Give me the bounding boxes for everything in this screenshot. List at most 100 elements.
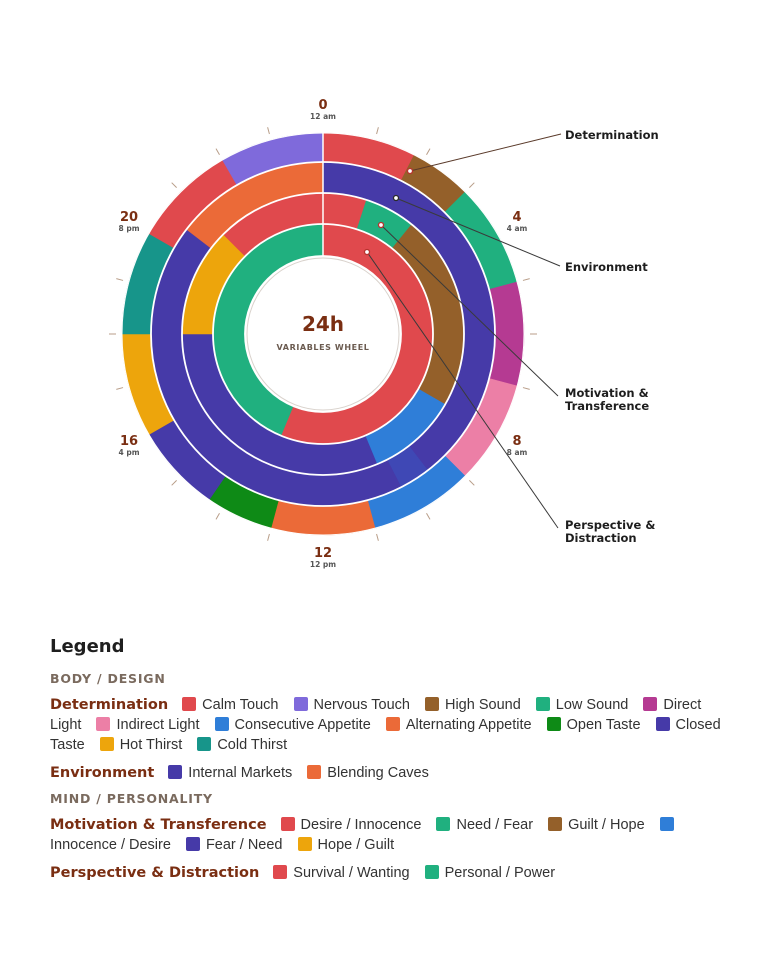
legend-item: Personal / Power bbox=[424, 865, 556, 881]
callout-dot bbox=[392, 194, 400, 202]
legend-swatch bbox=[214, 717, 229, 731]
hour-sublabel: 8 am bbox=[507, 448, 528, 457]
legend-group-name: Perspective & Distraction bbox=[50, 865, 260, 881]
legend-item: Survival / Wanting bbox=[273, 865, 410, 881]
legend: Legend BODY / DESIGN Determination Calm To… bbox=[50, 636, 730, 891]
legend-item-label: Hot Thirst bbox=[119, 737, 183, 753]
legend-swatch bbox=[436, 817, 451, 831]
hour-tick bbox=[116, 387, 124, 390]
hour-tick bbox=[469, 480, 475, 486]
callout-determination: Determination bbox=[406, 128, 659, 175]
hour-sublabel: 4 pm bbox=[119, 448, 140, 457]
legend-swatch bbox=[385, 717, 400, 731]
hour-tick bbox=[522, 278, 530, 281]
hour-tick bbox=[116, 278, 124, 281]
hour-tick bbox=[376, 533, 379, 541]
legend-swatch bbox=[297, 837, 312, 851]
legend-item-label: Personal / Power bbox=[444, 865, 556, 881]
legend-swatch bbox=[659, 817, 674, 831]
legend-item-label: Hope / Guilt bbox=[317, 837, 395, 853]
hour-tick bbox=[171, 480, 177, 486]
legend-item: High Sound bbox=[424, 697, 521, 713]
legend-swatch bbox=[424, 697, 439, 711]
legend-item: Low Sound bbox=[535, 697, 629, 713]
callout-perspective: Perspective & Distraction bbox=[363, 248, 655, 545]
legend-item: Blending Caves bbox=[307, 765, 429, 781]
center-subtitle: VARIABLES WHEEL bbox=[277, 343, 370, 352]
legend-item: Alternating Appetite bbox=[385, 717, 532, 733]
hour-tick bbox=[215, 513, 220, 520]
legend-item-label: Cold Thirst bbox=[217, 737, 288, 753]
center-title: 24h bbox=[302, 312, 344, 336]
callout-dot bbox=[377, 221, 385, 229]
hour-tick bbox=[522, 387, 530, 390]
legend-item: Guilt / Hope bbox=[548, 817, 645, 833]
hour-label: 0 bbox=[318, 98, 327, 113]
legend-item-label: Open Taste bbox=[566, 717, 641, 733]
legend-swatch bbox=[643, 697, 658, 711]
legend-swatch bbox=[168, 765, 183, 779]
legend-item: Open Taste bbox=[546, 717, 641, 733]
legend-item: Indirect Light bbox=[96, 717, 200, 733]
hour-tick bbox=[426, 513, 431, 520]
legend-group-name: Motivation & Transference bbox=[50, 817, 267, 833]
callout-line bbox=[366, 251, 559, 529]
legend-item-label: Low Sound bbox=[555, 697, 629, 713]
legend-item: Calm Touch bbox=[182, 697, 278, 713]
legend-swatch bbox=[99, 737, 114, 751]
legend-item: Fear / Need bbox=[185, 837, 283, 853]
legend-item-label: Alternating Appetite bbox=[405, 717, 532, 733]
legend-section-title: MIND / PERSONALITY bbox=[50, 791, 213, 806]
legend-item: Nervous Touch bbox=[293, 697, 410, 713]
legend-sections: BODY / DESIGN Determination Calm Touch Ner… bbox=[50, 671, 730, 883]
legend-title: Legend bbox=[50, 636, 125, 657]
hour-sublabel: 4 am bbox=[507, 224, 528, 233]
legend-item: Direct Light bbox=[50, 697, 701, 733]
callout-environment: Environment bbox=[392, 194, 648, 274]
hour-tick bbox=[171, 182, 177, 188]
legend-item: Innocence / Desire bbox=[50, 817, 680, 853]
legend-group-name: Environment bbox=[50, 765, 155, 781]
center-disc bbox=[246, 257, 400, 411]
hour-tick bbox=[469, 182, 475, 188]
legend-group-name: Determination bbox=[50, 697, 169, 713]
legend-section-title: BODY / DESIGN bbox=[50, 671, 166, 686]
hour-label: 16 bbox=[120, 434, 138, 449]
legend-item-label: Indirect Light bbox=[116, 717, 200, 733]
hour-label: 12 bbox=[314, 546, 332, 561]
callout-label: Environment bbox=[565, 260, 648, 274]
legend-item: Consecutive Appetite bbox=[214, 717, 371, 733]
legend-swatch bbox=[280, 817, 295, 831]
hour-label: 20 bbox=[120, 210, 138, 225]
legend-swatch bbox=[535, 697, 550, 711]
legend-swatch bbox=[182, 697, 197, 711]
callout-line bbox=[409, 133, 562, 172]
legend-swatch bbox=[185, 837, 200, 851]
hour-tick bbox=[267, 533, 270, 541]
legend-item-label: Desire / Innocence bbox=[300, 817, 422, 833]
legend-item-label: Fear / Need bbox=[205, 837, 283, 853]
hour-sublabel: 12 pm bbox=[310, 560, 336, 569]
legend-item-label: Consecutive Appetite bbox=[234, 717, 371, 733]
legend-item: Cold Thirst bbox=[197, 737, 287, 753]
legend-swatch bbox=[273, 865, 288, 879]
callout-label: Determination bbox=[565, 128, 659, 142]
legend-item: Desire / Innocence bbox=[280, 817, 422, 833]
hour-tick bbox=[426, 148, 431, 155]
legend-item-label: Survival / Wanting bbox=[293, 865, 410, 881]
callout-label: Motivation & Transference bbox=[565, 386, 653, 413]
legend-item-label: Need / Fear bbox=[456, 817, 534, 833]
legend-swatch bbox=[293, 697, 308, 711]
callout-line bbox=[380, 224, 559, 397]
legend-swatch bbox=[307, 765, 322, 779]
legend-item-label: Innocence / Desire bbox=[50, 837, 171, 853]
legend-swatch bbox=[548, 817, 563, 831]
hour-tick bbox=[376, 127, 379, 135]
hour-tick bbox=[215, 148, 220, 155]
legend-item-label: Closed Taste bbox=[50, 717, 721, 753]
hour-sublabel: 12 am bbox=[310, 112, 336, 121]
legend-swatch bbox=[96, 717, 111, 731]
legend-swatch bbox=[424, 865, 439, 879]
legend-item-label: Internal Markets bbox=[188, 765, 293, 781]
